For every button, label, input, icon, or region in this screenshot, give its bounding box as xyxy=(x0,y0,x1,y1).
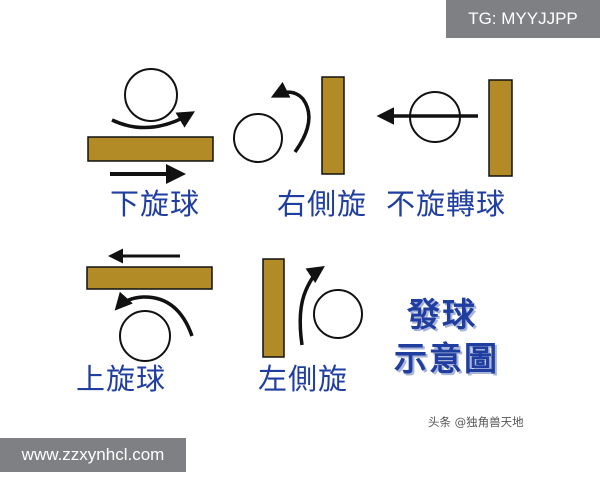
caption-bottom-spin: 上旋球 xyxy=(76,362,167,396)
right-side-panel xyxy=(233,76,345,175)
no-spin-panel xyxy=(376,79,513,177)
spin-arrow xyxy=(270,81,311,154)
spin-arrow xyxy=(111,111,196,130)
paddle-vertical xyxy=(488,79,513,177)
paddle-horizontal xyxy=(87,136,214,162)
caption-left-side: 左側旋 xyxy=(258,362,349,396)
topspin-panel xyxy=(87,68,214,184)
tg-watermark: TG: MYYJJPP xyxy=(446,0,600,38)
paddle-vertical xyxy=(262,258,285,358)
title-line-2: 示意圖 xyxy=(394,339,499,378)
ball xyxy=(233,113,283,163)
bottom-spin-panel xyxy=(86,248,213,362)
source-credit: 头条 @独角兽天地 xyxy=(428,415,524,429)
caption-right-side: 右側旋 xyxy=(277,187,368,221)
caption-topspin: 下旋球 xyxy=(110,187,201,221)
paddle-horizontal xyxy=(86,266,213,290)
url-watermark: www.zzxynhcl.com xyxy=(0,438,186,472)
title-line-1: 發球 xyxy=(407,295,477,334)
caption-no-spin: 不旋轉球 xyxy=(386,187,507,221)
ball xyxy=(124,68,178,122)
spin-arrow xyxy=(114,291,194,337)
left-side-panel xyxy=(262,258,363,358)
spin-arrow xyxy=(298,266,325,346)
ball xyxy=(119,310,171,362)
ball xyxy=(313,289,363,339)
paddle-vertical xyxy=(321,76,345,175)
